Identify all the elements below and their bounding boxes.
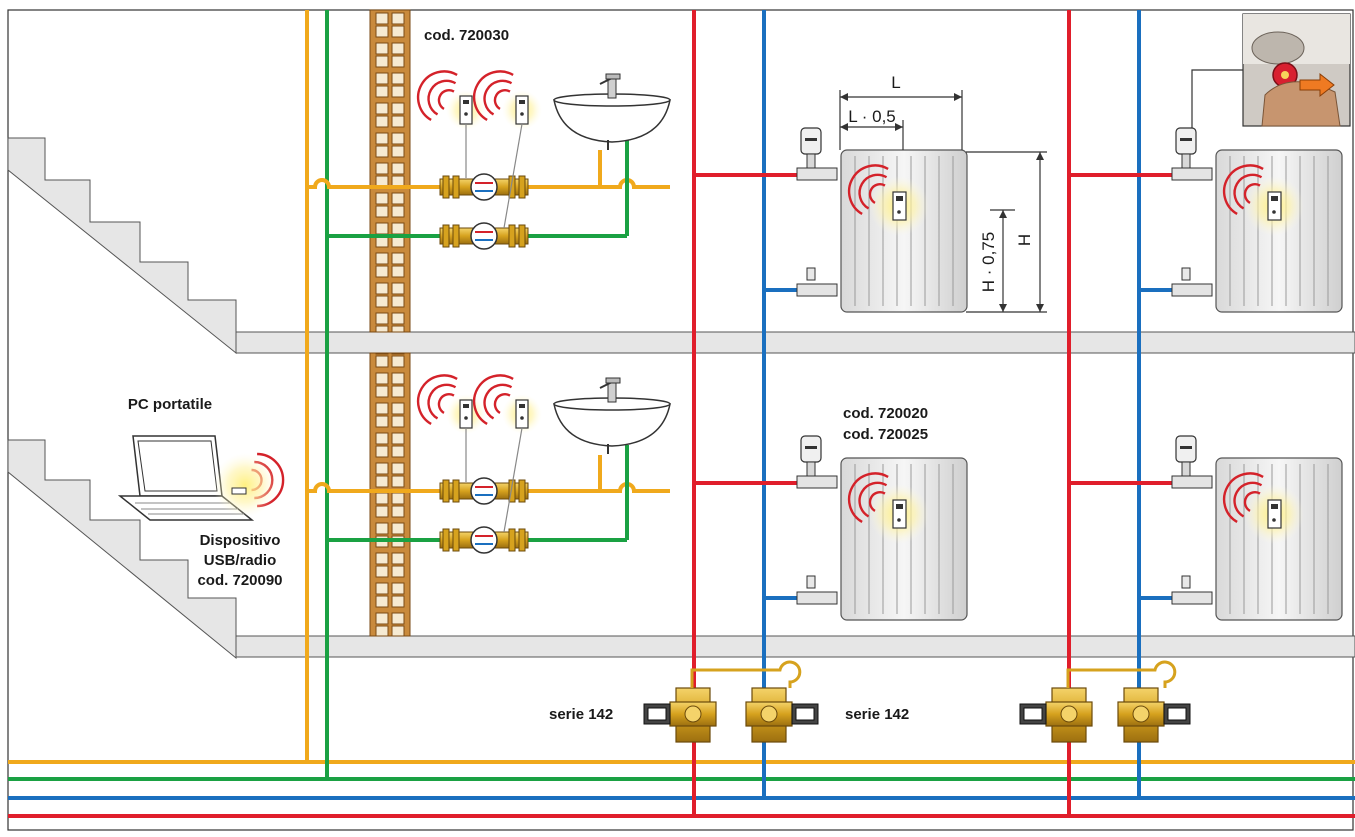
radio-wave-icon [847, 164, 889, 216]
radiator [1171, 127, 1343, 313]
radiator-connections [694, 173, 1183, 600]
balancing-valve-icon [643, 687, 717, 743]
meter-code-label: cod. 720030 [424, 27, 509, 44]
valve-series-label-left: serie 142 [549, 706, 613, 723]
lower-brick-wall [369, 352, 411, 637]
radio-wave-icon [416, 374, 458, 426]
radio-module-icon [502, 90, 542, 130]
water-meter-icon [439, 222, 529, 250]
dimension-width-label: L [891, 73, 900, 92]
dimension-height-label: H [1015, 234, 1034, 246]
usb-device-label-line2: USB/radio [204, 552, 277, 569]
dimension-height-factor-label: H · 0,75 [979, 232, 998, 292]
upper-brick-wall [369, 9, 411, 333]
lockshield-valve-icon [796, 575, 838, 605]
usb-radio-dongle [213, 453, 277, 517]
radio-wave-icon [1222, 164, 1264, 216]
heat-allocator-code-1: cod. 720020 [843, 405, 928, 422]
valve-photo-inset [1191, 13, 1351, 128]
lower-floor-slab [235, 635, 1355, 658]
heat-cost-allocator-icon [892, 499, 907, 529]
radiator [796, 127, 968, 313]
radio-wave-icon [472, 374, 514, 426]
thermostatic-head-icon [796, 435, 838, 489]
radio-module-icon [446, 394, 486, 434]
radio-wave-icon [416, 70, 458, 122]
pc-title-label: PC portatile [128, 396, 212, 413]
balancing-valve-icon [745, 687, 819, 743]
radio-wave-icon [1222, 472, 1264, 524]
radio-wave-icon [847, 472, 889, 524]
radio-module-icon [502, 394, 542, 434]
sensor-cable [503, 427, 523, 533]
lower-sanitary-branch [307, 445, 670, 542]
upper-floor-slab [235, 331, 1355, 354]
valve-series-label-right: serie 142 [845, 706, 909, 723]
water-meter-icon [439, 526, 529, 554]
upper-sanitary-branch [307, 140, 670, 238]
usb-device-label-line3: cod. 720090 [197, 572, 282, 589]
dimension-arrows [840, 93, 1044, 312]
dimension-half-width-label: L · 0,5 [848, 107, 896, 126]
radio-module-icon [446, 90, 486, 130]
usb-device-label-line1: Dispositivo [200, 532, 281, 549]
radiator [1171, 435, 1343, 621]
sink-icon [553, 377, 671, 454]
heat-cost-allocator-icon [1267, 499, 1282, 529]
radio-wave-icon [472, 70, 514, 122]
thermostatic-head-icon [796, 127, 838, 181]
thermostatic-head-icon [1171, 435, 1213, 489]
water-meter-icon [439, 173, 529, 201]
capillary-tube [1066, 660, 1177, 688]
thermostatic-head-icon [1171, 127, 1213, 181]
lockshield-valve-icon [1171, 575, 1213, 605]
heat-cost-allocator-icon [1267, 191, 1282, 221]
radiator [796, 435, 968, 621]
balancing-valve-icon [1117, 687, 1191, 743]
water-meter-icon [439, 477, 529, 505]
dimension-lines [839, 90, 1047, 313]
lockshield-valve-icon [796, 267, 838, 297]
capillary-tube [690, 660, 802, 688]
heat-allocator-code-2: cod. 720025 [843, 426, 928, 443]
heat-cost-allocator-icon [892, 191, 907, 221]
sink-icon [553, 73, 671, 150]
sensor-cable [503, 123, 523, 229]
lockshield-valve-icon [1171, 267, 1213, 297]
